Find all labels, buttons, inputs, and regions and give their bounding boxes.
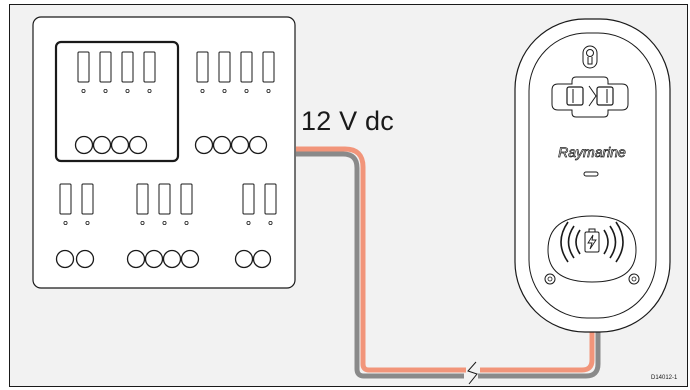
screw-hole-right-inner: [631, 276, 637, 282]
switch-indicator-led: [244, 89, 249, 94]
mounting-bracket-icon: [551, 76, 629, 118]
switch-panel-body: [32, 16, 296, 289]
switch-indicator-led: [103, 89, 108, 94]
switch-indicator-led: [268, 220, 273, 225]
toggle-switch: [143, 51, 156, 83]
toggle-switch: [59, 183, 72, 215]
rotary-knob: [252, 249, 272, 269]
switch-indicator-led: [85, 220, 90, 225]
switch-panel: [32, 16, 296, 289]
toggle-switch: [240, 51, 253, 83]
cable-positive-left: [296, 146, 466, 373]
switch-indicator-led: [266, 89, 271, 94]
rotary-knob: [55, 249, 75, 269]
charger-inner-bezel: [528, 32, 657, 319]
rotary-knob: [230, 135, 250, 155]
toggle-switch: [264, 183, 277, 215]
toggle-switch: [180, 183, 193, 215]
toggle-switch: [262, 51, 275, 83]
toggle-switch: [218, 51, 231, 83]
screw-hole-left-inner: [547, 276, 553, 282]
cable-positive-right: [480, 332, 595, 373]
toggle-switch: [77, 51, 90, 83]
supply-voltage-label: 12 V dc: [301, 106, 394, 136]
toggle-switch: [121, 51, 134, 83]
switch-indicator-led: [125, 89, 130, 94]
rotary-knob: [75, 249, 95, 269]
switch-indicator-led: [140, 220, 145, 225]
switch-indicator-led: [162, 220, 167, 225]
screw-hole-right: [628, 273, 640, 285]
switch-panel-highlight-group: [54, 40, 180, 163]
toggle-switch: [158, 183, 171, 215]
rotary-knob: [162, 249, 182, 269]
cable-break-symbol: [467, 361, 478, 385]
battery-bolt-icon: [584, 228, 600, 253]
rotary-knob: [248, 135, 268, 155]
status-led: [583, 171, 599, 177]
toggle-switch: [196, 51, 209, 83]
charging-pad-area: [547, 215, 637, 283]
screw-hole-left: [544, 273, 556, 285]
toggle-switch: [136, 183, 149, 215]
toggle-switch: [242, 183, 255, 215]
figure-id: D14012-1: [651, 375, 678, 381]
brand-logo: Raymarine: [558, 144, 626, 160]
rotary-knob: [144, 249, 164, 269]
rotary-knob: [234, 249, 254, 269]
switch-indicator-led: [222, 89, 227, 94]
switch-indicator-led: [63, 220, 68, 225]
switch-indicator-led: [184, 220, 189, 225]
rotary-knob: [92, 135, 112, 155]
rotary-knob: [128, 135, 148, 155]
toggle-switch: [81, 183, 94, 215]
rotary-knob: [74, 135, 94, 155]
panel-switches: [59, 51, 277, 225]
wireless-waves-icon: [560, 221, 624, 263]
cable-negative-left: [296, 151, 464, 379]
panel-knobs: [55, 135, 272, 269]
switch-indicator-led: [246, 220, 251, 225]
keyhole-mount-icon: [582, 45, 598, 69]
rotary-knob: [126, 249, 146, 269]
cable-negative-right: [478, 332, 601, 379]
switch-indicator-led: [147, 89, 152, 94]
rotary-knob: [212, 135, 232, 155]
rotary-knob: [180, 249, 200, 269]
rotary-knob: [110, 135, 130, 155]
power-cable: [296, 146, 601, 385]
switch-indicator-led: [81, 89, 86, 94]
rotary-knob: [194, 135, 214, 155]
switch-indicator-led: [200, 89, 205, 94]
wireless-charger: Raymarine: [514, 18, 671, 333]
toggle-switch: [99, 51, 112, 83]
